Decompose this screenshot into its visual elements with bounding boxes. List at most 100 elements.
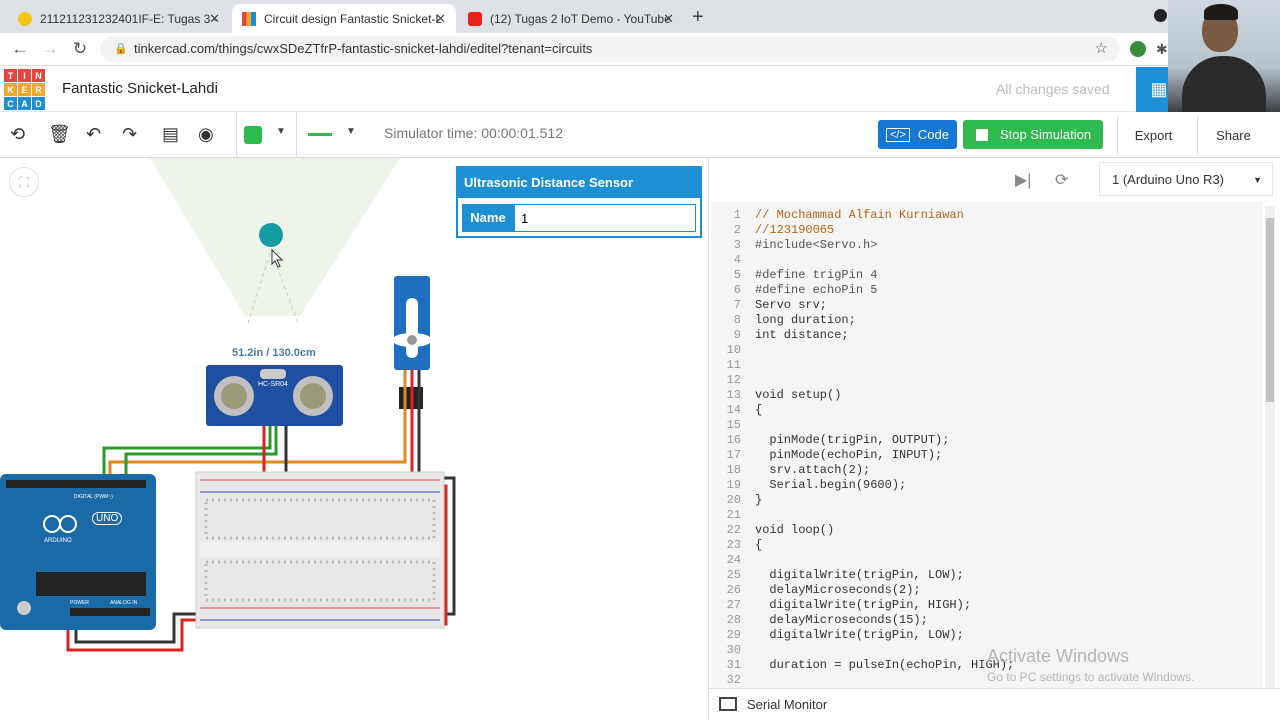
share-button[interactable]: Share <box>1197 116 1269 154</box>
tinkercad-header: T I N K E R C A D Fantastic Snicket-Lahd… <box>0 67 1280 112</box>
extension-icon[interactable] <box>1130 41 1146 57</box>
code-text: #define echoPin 5 <box>755 283 878 297</box>
fill-color-swatch[interactable] <box>244 126 262 144</box>
course-favicon-icon <box>18 11 32 26</box>
serial-monitor-bar[interactable]: Serial Monitor <box>709 688 1280 720</box>
code-scrollbar[interactable] <box>1265 206 1275 688</box>
sensor-beam <box>271 252 299 324</box>
code-text: digitalWrite(trigPin, HIGH); <box>755 598 972 612</box>
line-number: 5 <box>733 268 741 282</box>
visibility-icon[interactable]: ◉ <box>198 124 214 144</box>
code-text: //123190065 <box>755 223 835 237</box>
analog-label: ANALOG IN <box>110 600 138 606</box>
trig-wire <box>102 426 272 480</box>
editor-toolbar: ⟲ 🗑 ↶ ↷ ▤ ◉ ▼ ▼ Simulator time: 00:00:01… <box>0 112 1280 158</box>
device-select[interactable]: 1 (Arduino Uno R3) ▼ <box>1099 162 1273 196</box>
tab-search-icon[interactable] <box>1154 9 1167 22</box>
line-number: 28 <box>726 613 741 627</box>
tab-title: (12) Tugas 2 IoT Demo - YouTube <box>490 11 671 26</box>
line-number: 20 <box>726 493 741 507</box>
activate-windows-title: Activate Windows <box>987 646 1130 666</box>
chevron-down-icon: ▼ <box>1253 175 1262 185</box>
circuit-view-icon: ▦ <box>1150 79 1168 99</box>
simulator-time: Simulator time: 00:00:01.512 <box>384 125 563 141</box>
code-text: delayMicroseconds(2); <box>755 583 921 597</box>
delete-icon[interactable]: 🗑 <box>48 124 71 144</box>
name-input[interactable] <box>514 204 696 232</box>
line-number: 4 <box>733 253 741 267</box>
new-tab-button[interactable]: + <box>692 6 704 28</box>
line-number: 11 <box>726 358 741 372</box>
line-number: 27 <box>726 598 741 612</box>
close-tab-icon[interactable]: ✕ <box>435 10 446 26</box>
step-icon[interactable]: ▶| <box>1015 172 1032 189</box>
target-object[interactable] <box>259 223 283 247</box>
tab-title: Circuit design Fantastic Snicket-L <box>264 11 443 26</box>
line-number: 6 <box>733 283 741 297</box>
line-number: 25 <box>726 568 741 582</box>
code-text: Serial.begin(9600); <box>755 478 907 492</box>
undo-icon[interactable]: ↶ <box>86 124 102 144</box>
chevron-down-icon[interactable]: ▼ <box>276 126 286 137</box>
line-number: 16 <box>726 433 741 447</box>
browser-tab-bar: 211211231232401IF-E: Tugas 3 - ✕ Circuit… <box>0 0 1280 33</box>
cursor-icon <box>271 248 284 268</box>
uno-label: UNO <box>92 512 123 525</box>
rotate-icon[interactable]: ⟲ <box>10 124 26 144</box>
logo-letter: I <box>18 69 31 82</box>
line-number: 18 <box>726 463 741 477</box>
puzzle-extensions-icon[interactable]: ✱ <box>1156 41 1168 57</box>
url-field[interactable]: 🔒 tinkercad.com/things/cwxSDeZTfrP-fanta… <box>100 36 1120 62</box>
stop-simulation-button[interactable]: Stop Simulation <box>963 120 1103 149</box>
circuit-canvas[interactable]: ⛶ <box>0 158 708 720</box>
redo-icon[interactable]: ↷ <box>122 124 138 144</box>
logo-letter: R <box>32 83 45 96</box>
presenter-hair <box>1204 4 1238 20</box>
line-number: 14 <box>726 403 741 417</box>
toolbar-divider <box>296 112 297 158</box>
code-text: pinMode(echoPin, INPUT); <box>755 448 943 462</box>
notes-icon[interactable]: ▤ <box>162 124 180 144</box>
address-bar: ← → ↻ 🔒 tinkercad.com/things/cwxSDeZTfrP… <box>0 33 1280 66</box>
logo-letter: E <box>18 83 31 96</box>
toolbar-divider <box>236 112 237 158</box>
arduino-label: ARDUINO <box>44 538 72 544</box>
scrollbar-thumb[interactable] <box>1266 218 1274 402</box>
code-text: { <box>755 538 763 552</box>
logo-letter: A <box>18 97 31 110</box>
back-icon[interactable]: ← <box>11 39 29 58</box>
wire-color-swatch[interactable] <box>308 133 332 136</box>
tinkercad-favicon-icon <box>242 11 256 26</box>
lock-icon: 🔒 <box>114 43 128 55</box>
tinkercad-logo[interactable]: T I N K E R C A D <box>4 69 45 110</box>
tab-title: 211211231232401IF-E: Tugas 3 - <box>40 11 218 26</box>
code-text: #include<Servo.h> <box>755 238 878 252</box>
url-text: tinkercad.com/things/cwxSDeZTfrP-fantast… <box>134 41 593 56</box>
browser-tab-3[interactable]: (12) Tugas 2 IoT Demo - YouTube ✕ <box>458 4 684 33</box>
line-number: 12 <box>726 373 741 387</box>
reload-icon[interactable]: ↻ <box>72 39 88 58</box>
line-number: 13 <box>726 388 741 402</box>
line-number: 3 <box>733 238 741 252</box>
export-button[interactable]: Export <box>1117 116 1189 154</box>
bookmark-star-icon[interactable]: ☆ <box>1094 40 1108 57</box>
project-title[interactable]: Fantastic Snicket-Lahdi <box>62 80 218 97</box>
sensor-crystal <box>260 369 286 379</box>
close-tab-icon[interactable]: ✕ <box>209 10 220 26</box>
activate-windows-subtitle: Go to PC settings to activate Windows. <box>987 670 1195 684</box>
forward-icon[interactable]: → <box>41 39 59 58</box>
browser-tab-1[interactable]: 211211231232401IF-E: Tugas 3 - ✕ <box>8 4 230 33</box>
line-number: 1 <box>733 208 741 222</box>
logo-letter: D <box>32 97 45 110</box>
line-number: 26 <box>726 583 741 597</box>
close-tab-icon[interactable]: ✕ <box>663 10 674 26</box>
code-text: duration = pulseIn(echoPin, HIGH); <box>755 658 1015 672</box>
fit-view-icon[interactable]: ⛶ <box>9 167 39 197</box>
chevron-down-icon[interactable]: ▼ <box>346 126 356 137</box>
code-button[interactable]: </> Code <box>878 120 957 149</box>
debug-icon[interactable]: ⟳ <box>1055 172 1069 189</box>
browser-tab-2[interactable]: Circuit design Fantastic Snicket-L ✕ <box>232 4 456 33</box>
code-text: #define trigPin 4 <box>755 268 878 282</box>
echo-wire <box>124 426 278 480</box>
